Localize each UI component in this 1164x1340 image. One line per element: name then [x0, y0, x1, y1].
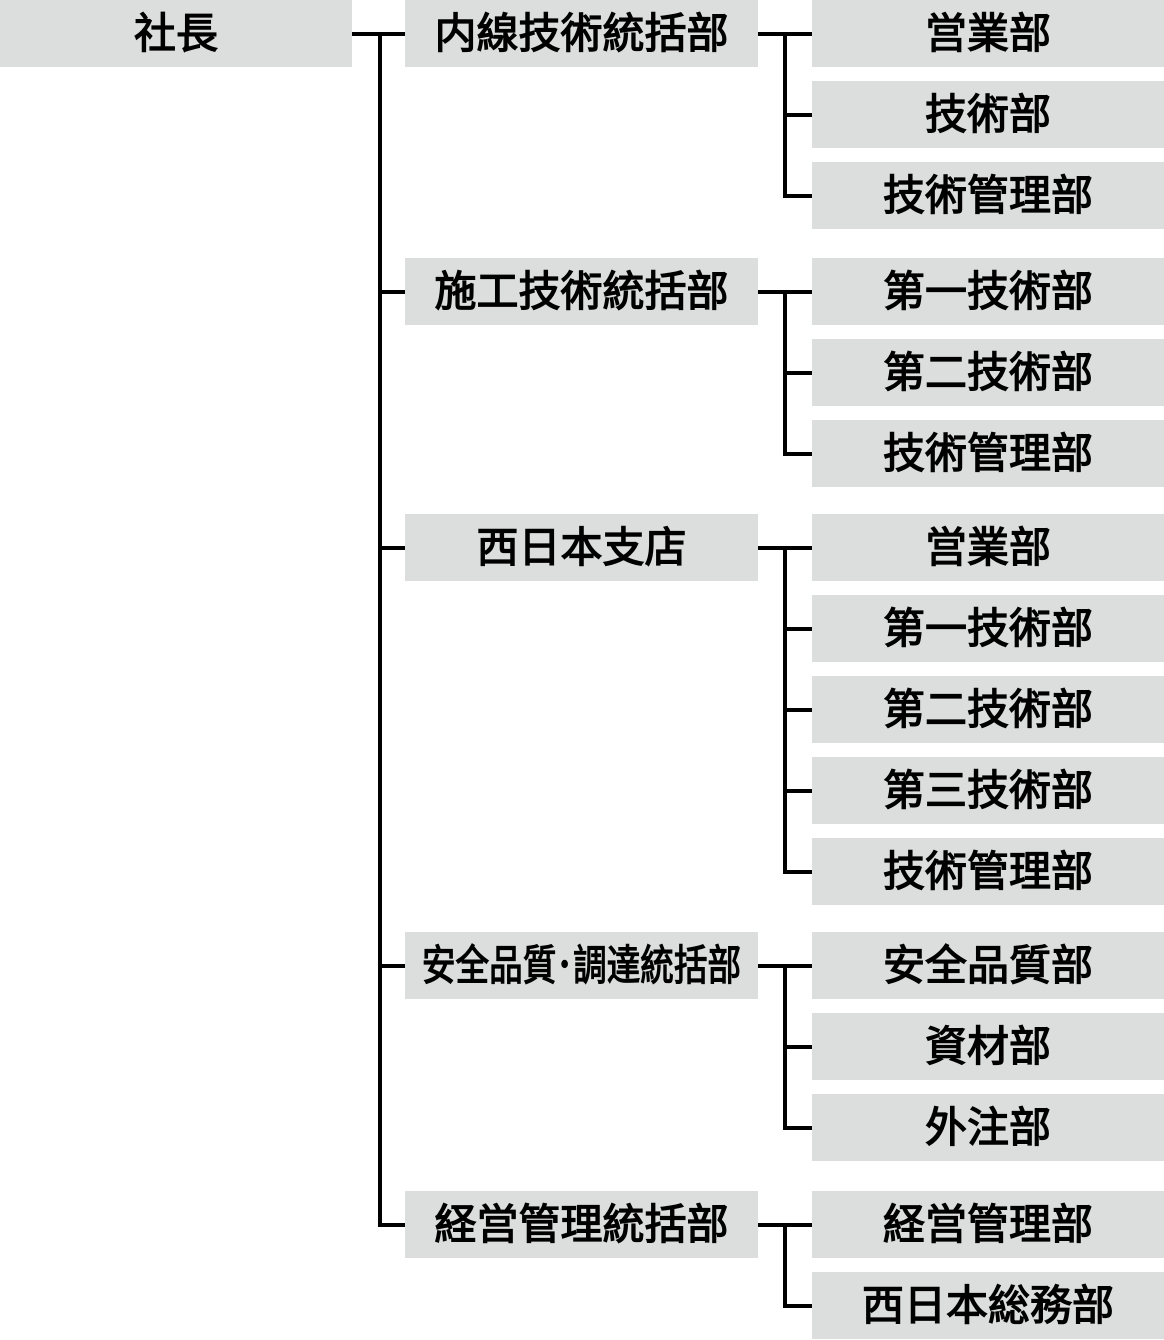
connector-g4-subspine: [783, 1223, 787, 1308]
connector-branch-division-4: [378, 1223, 405, 1227]
connector-main-spine: [378, 32, 382, 1227]
connector-g0-child-1: [783, 113, 812, 117]
connector-g1-child-1: [783, 371, 812, 375]
org-node-division-1: 施工技術統括部: [405, 258, 758, 325]
org-node-division-3: 安全品質･調達統括部: [405, 932, 758, 999]
connector-g1-child-2: [783, 452, 812, 456]
org-node-dept-1-1: 第二技術部: [812, 339, 1164, 406]
org-node-dept-2-3: 第三技術部: [812, 757, 1164, 824]
org-node-division-0: 内線技術統括部: [405, 0, 758, 67]
org-node-dept-0-1: 技術部: [812, 81, 1164, 148]
org-node-dept-1-0: 第一技術部: [812, 258, 1164, 325]
org-node-division-4: 経営管理統括部: [405, 1191, 758, 1258]
org-node-dept-3-1: 資材部: [812, 1013, 1164, 1080]
org-node-dept-2-2: 第二技術部: [812, 676, 1164, 743]
org-node-dept-2-4: 技術管理部: [812, 838, 1164, 905]
connector-branch-division-3: [378, 964, 405, 968]
org-node-dept-4-0: 経営管理部: [812, 1191, 1164, 1258]
org-node-dept-0-0: 営業部: [812, 0, 1164, 67]
connector-g2-child-3: [783, 789, 812, 793]
org-node-dept-0-2: 技術管理部: [812, 162, 1164, 229]
org-node-dept-3-0: 安全品質部: [812, 932, 1164, 999]
connector-g3-child-1: [783, 1045, 812, 1049]
connector-g4-child-1: [783, 1304, 812, 1308]
org-node-division-3-label: 安全品質･調達統括部: [421, 941, 742, 989]
connector-g2-child-1: [783, 627, 812, 631]
connector-g0-child-2: [783, 194, 812, 198]
org-node-dept-4-1: 西日本総務部: [812, 1272, 1164, 1339]
connector-branch-division-1: [378, 290, 405, 294]
org-node-president: 社長: [0, 0, 352, 67]
org-node-dept-1-2: 技術管理部: [812, 420, 1164, 487]
org-node-dept-3-2: 外注部: [812, 1094, 1164, 1161]
org-node-dept-2-0: 営業部: [812, 514, 1164, 581]
connector-g2-child-4: [783, 870, 812, 874]
connector-g2-child-2: [783, 708, 812, 712]
org-node-dept-2-1: 第一技術部: [812, 595, 1164, 662]
connector-branch-division-2: [378, 546, 405, 550]
connector-g3-child-2: [783, 1126, 812, 1130]
org-node-division-2: 西日本支店: [405, 514, 758, 581]
